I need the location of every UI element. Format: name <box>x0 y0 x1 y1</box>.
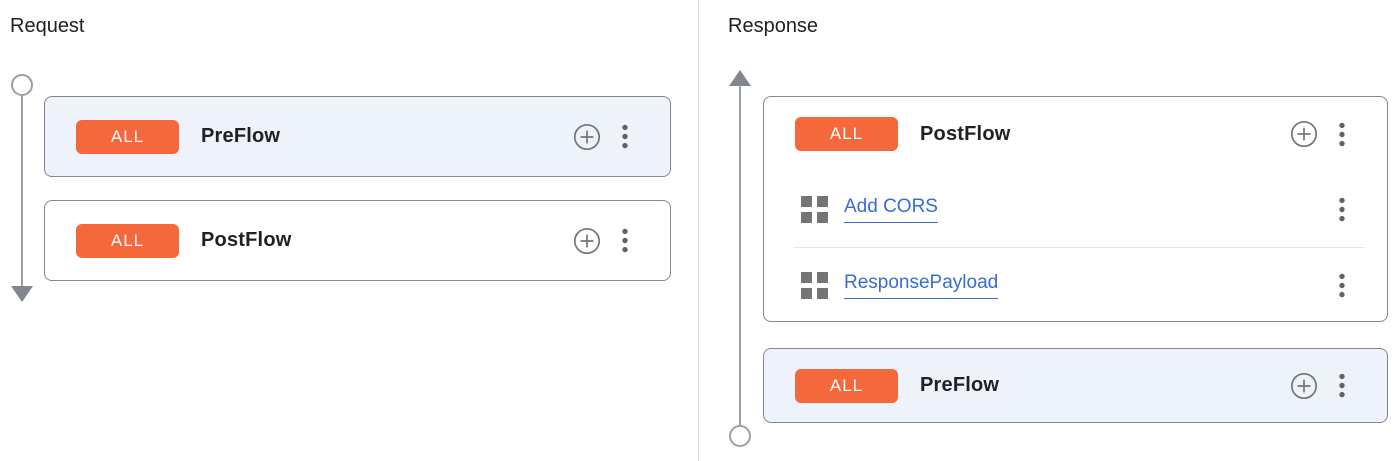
flow-name: PostFlow <box>920 122 1011 145</box>
condition-badge: ALL <box>795 117 898 151</box>
kebab-menu-icon <box>1339 122 1345 147</box>
plus-circle-icon <box>573 227 601 255</box>
flow-header: ALL PreFlow <box>45 97 670 176</box>
timeline-end-circle-icon <box>729 425 751 447</box>
panel-divider <box>698 0 699 461</box>
flow-header: ALL PostFlow <box>764 97 1387 171</box>
flow-name: PreFlow <box>201 125 281 147</box>
flow-name: PreFlow <box>920 374 1000 396</box>
add-policy-button[interactable] <box>1290 120 1318 148</box>
condition-badge: ALL <box>795 368 898 403</box>
response-postflow-card[interactable]: ALL PostFlow <box>763 96 1388 322</box>
request-postflow-card[interactable]: ALL PostFlow <box>44 200 671 281</box>
timeline-line <box>739 85 741 426</box>
kebab-menu-icon <box>1339 373 1345 398</box>
more-options-button[interactable] <box>1339 273 1345 298</box>
condition-badge: ALL <box>76 223 179 258</box>
policy-link[interactable]: Add CORS <box>844 196 938 223</box>
kebab-menu-icon <box>622 124 628 149</box>
kebab-menu-icon <box>622 228 628 253</box>
more-options-button[interactable] <box>1339 197 1345 222</box>
add-policy-button[interactable] <box>573 227 601 255</box>
timeline-start-circle-icon <box>11 74 33 96</box>
policy-row: Add CORS <box>764 171 1387 247</box>
policy-drag-handle[interactable] <box>801 272 828 299</box>
flow-header: ALL PreFlow <box>764 349 1387 422</box>
policy-row: ResponsePayload <box>764 248 1387 323</box>
kebab-menu-icon <box>1339 197 1345 222</box>
policy-drag-handle[interactable] <box>801 195 828 223</box>
add-policy-button[interactable] <box>573 123 601 151</box>
request-preflow-card[interactable]: ALL PreFlow <box>44 96 671 177</box>
policy-row-divider <box>794 247 1365 248</box>
more-options-button[interactable] <box>622 228 628 253</box>
more-options-button[interactable] <box>1339 122 1345 147</box>
plus-circle-icon <box>573 123 601 151</box>
timeline-arrow-down-icon <box>11 286 33 302</box>
more-options-button[interactable] <box>1339 373 1345 398</box>
kebab-menu-icon <box>1339 273 1345 298</box>
policy-grid-icon <box>801 195 828 223</box>
policy-grid-icon <box>801 272 828 299</box>
plus-circle-icon <box>1290 120 1318 148</box>
response-panel-title: Response <box>728 15 819 37</box>
plus-circle-icon <box>1290 372 1318 400</box>
flow-name: PostFlow <box>201 229 292 251</box>
timeline-line <box>21 95 23 287</box>
condition-badge: ALL <box>76 119 179 154</box>
more-options-button[interactable] <box>622 124 628 149</box>
policy-link[interactable]: ResponsePayload <box>844 272 999 299</box>
flow-header: ALL PostFlow <box>45 201 670 280</box>
add-policy-button[interactable] <box>1290 372 1318 400</box>
request-panel-title: Request <box>10 15 85 37</box>
timeline-arrow-up-icon <box>729 70 751 86</box>
response-preflow-card[interactable]: ALL PreFlow <box>763 348 1388 423</box>
